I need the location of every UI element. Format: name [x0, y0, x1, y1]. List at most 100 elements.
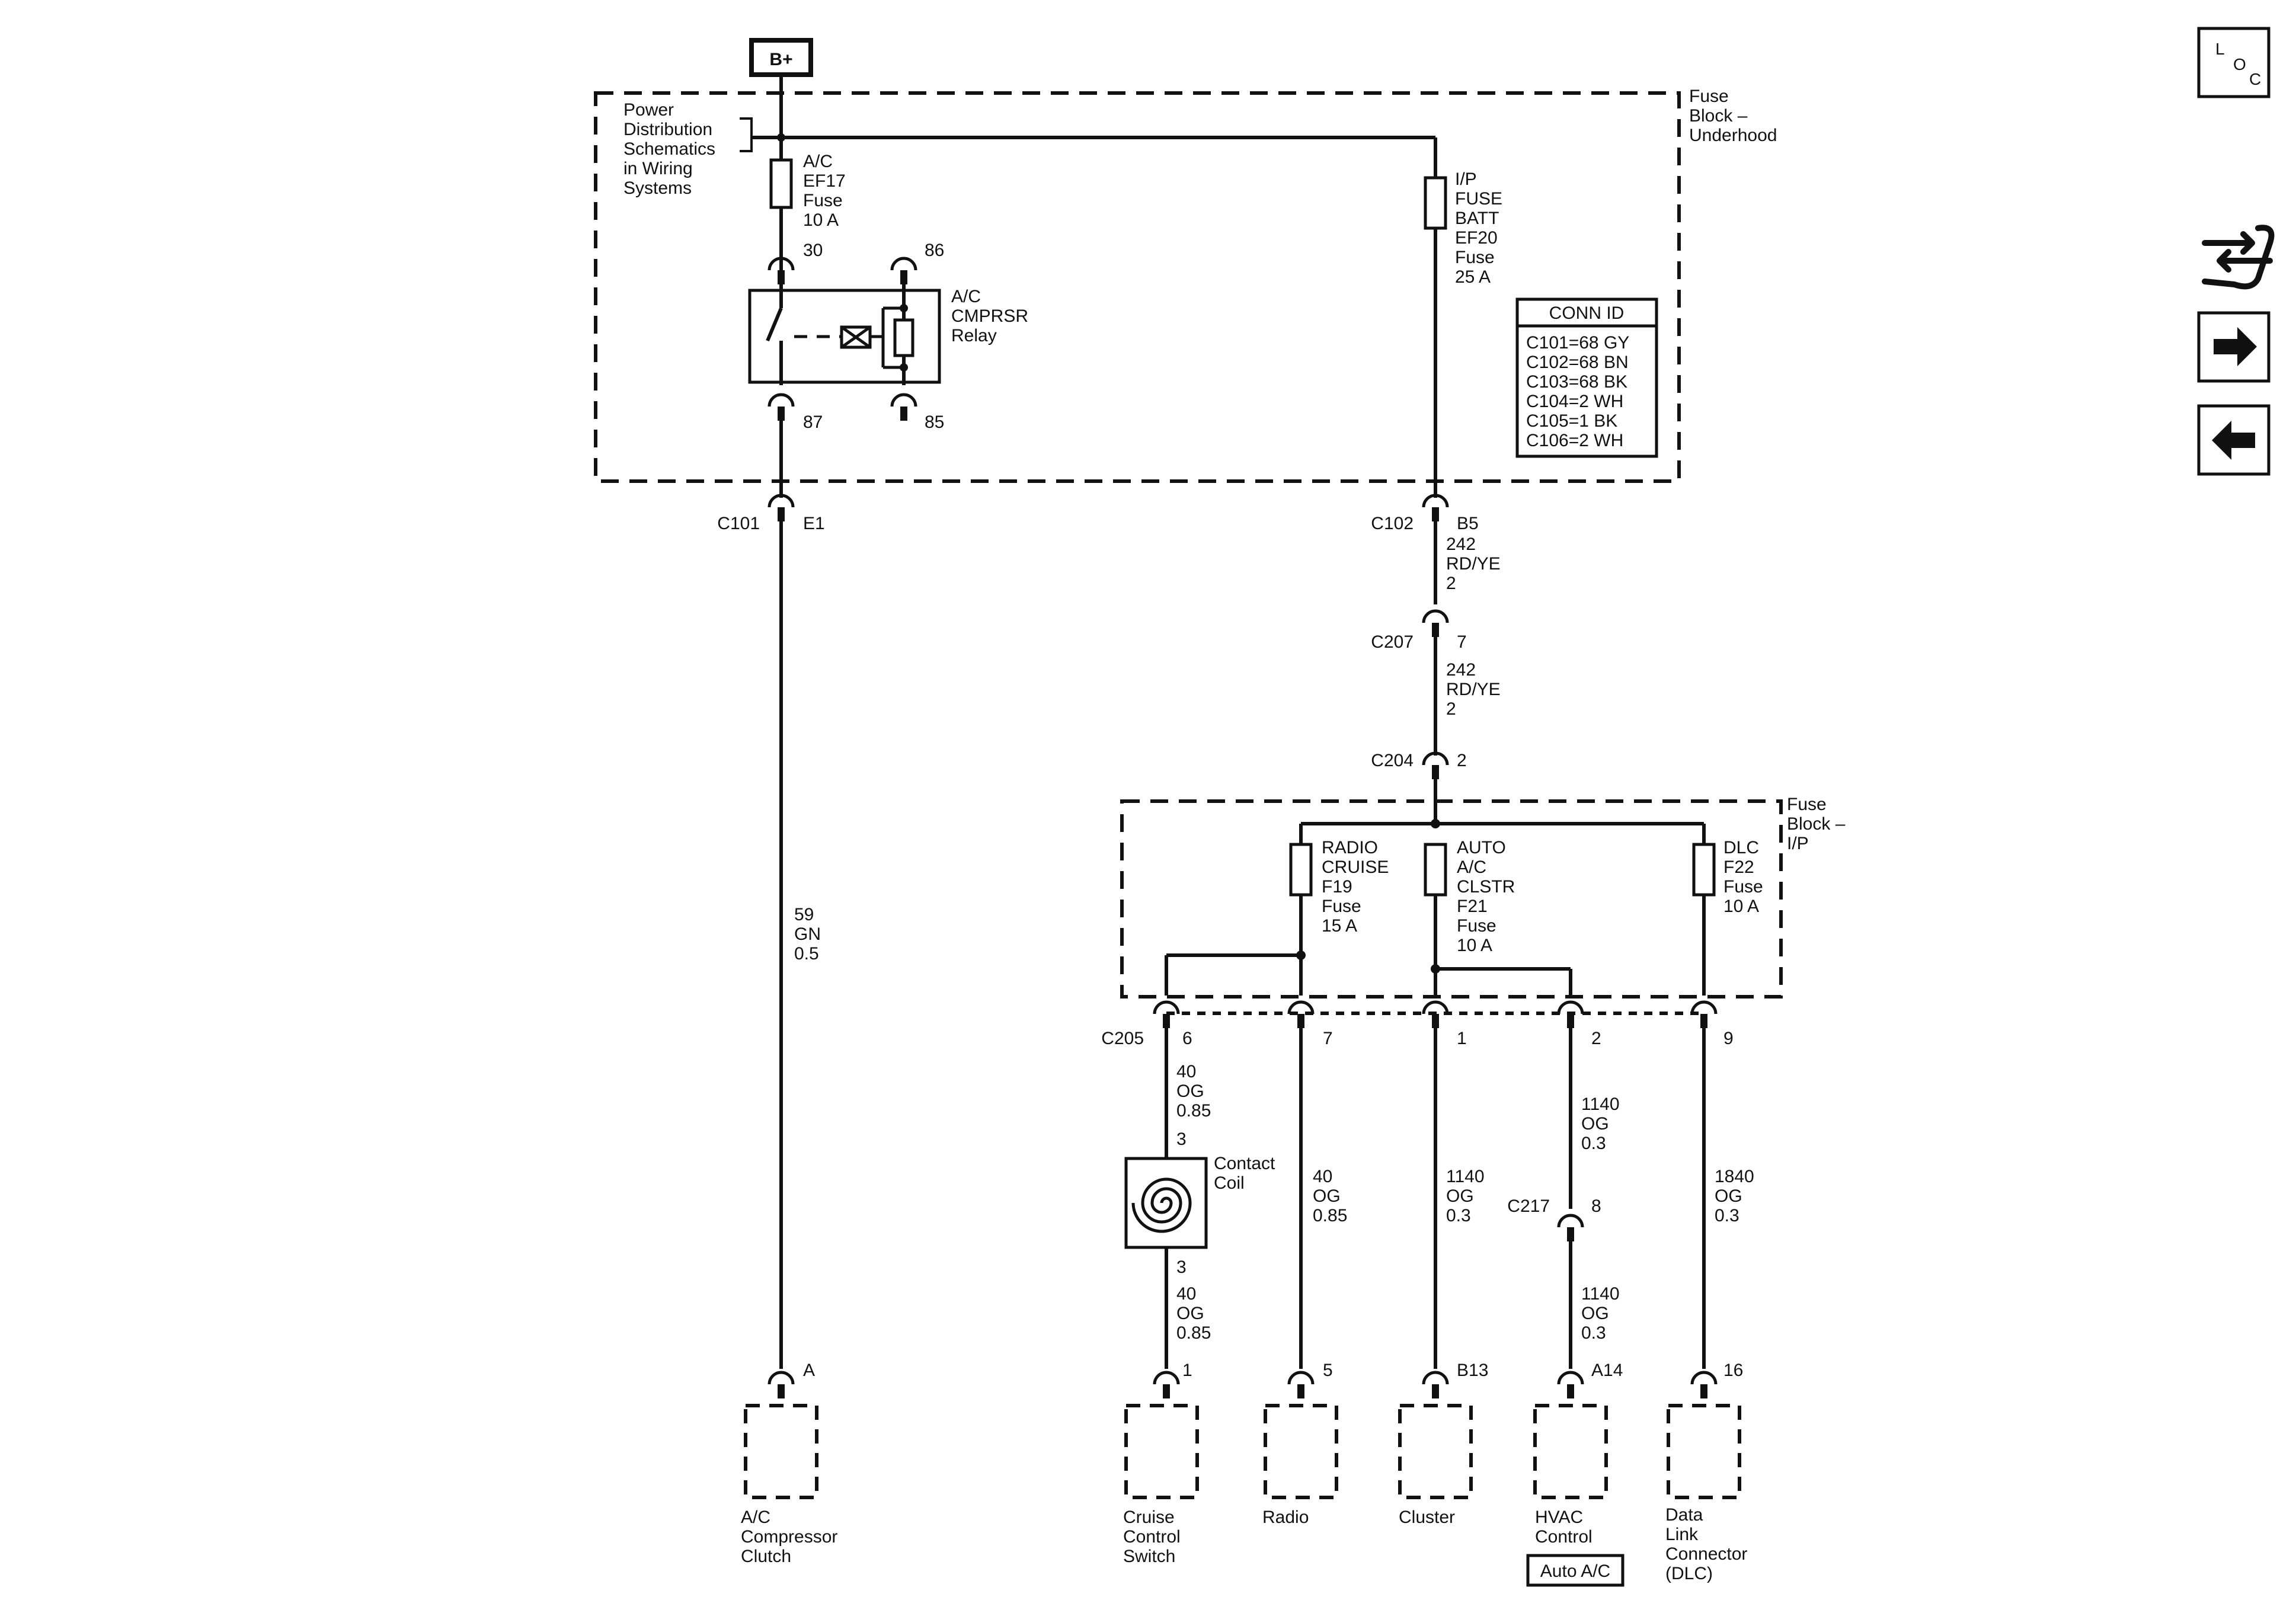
connector-socket: [768, 257, 795, 271]
connector-terminal: [1297, 1014, 1304, 1028]
svg-text:3: 3: [1176, 1129, 1187, 1149]
connector-terminal: [1163, 1014, 1170, 1028]
svg-text:C217: C217: [1507, 1196, 1550, 1216]
connector-socket: [1422, 494, 1449, 508]
svg-text:FUSE: FUSE: [1455, 189, 1502, 209]
svg-text:10 A: 10 A: [1723, 897, 1759, 916]
svg-text:Block –: Block –: [1787, 814, 1846, 834]
option-badge-box: [1526, 1554, 1625, 1587]
forward-arrow-button[interactable]: [2197, 311, 2271, 383]
svg-text:RADIO: RADIO: [1322, 838, 1378, 857]
connector-terminal: [1432, 1014, 1439, 1028]
svg-text:C103=68 BK: C103=68 BK: [1526, 372, 1627, 392]
connector-socket: [1557, 1214, 1584, 1228]
fuse-symbols: [769, 158, 1716, 897]
fuse-ef20-label: I/P FUSE BATT EF20 Fuse 25 A: [1455, 169, 1502, 287]
connector-terminal: [1567, 1014, 1574, 1028]
power-dist-note: Power Distribution Schematics in Wiring …: [623, 100, 715, 198]
svg-text:59: 59: [794, 905, 814, 924]
svg-text:2: 2: [1591, 1029, 1601, 1048]
svg-text:1: 1: [1182, 1361, 1192, 1380]
connector-socket: [768, 494, 795, 508]
svg-text:Fuse: Fuse: [1322, 897, 1361, 916]
svg-text:1140: 1140: [1581, 1284, 1620, 1304]
svg-text:C105=1 BK: C105=1 BK: [1526, 411, 1617, 431]
svg-text:Fuse: Fuse: [803, 191, 843, 210]
connector-socket: [1422, 1371, 1449, 1385]
svg-text:EF20: EF20: [1455, 228, 1498, 248]
svg-text:15 A: 15 A: [1322, 916, 1357, 936]
connector-socket: [1153, 1371, 1180, 1385]
svg-text:Control: Control: [1123, 1527, 1181, 1547]
wiring: [752, 71, 1706, 1369]
svg-text:40: 40: [1176, 1062, 1196, 1081]
svg-text:Relay: Relay: [951, 326, 997, 345]
svg-text:Contact: Contact: [1214, 1154, 1275, 1173]
connector-socket: [768, 393, 795, 407]
svg-text:Control: Control: [1535, 1527, 1593, 1547]
svg-text:0.5: 0.5: [794, 944, 819, 964]
fuse-f19-label: RADIO CRUISE F19 Fuse 15 A: [1322, 838, 1389, 936]
svg-text:10 A: 10 A: [1457, 936, 1492, 955]
connector-terminal: [1432, 507, 1439, 521]
svg-text:Power: Power: [623, 100, 674, 120]
svg-text:A14: A14: [1591, 1361, 1623, 1380]
back-arrow-button[interactable]: [2197, 404, 2271, 476]
connector-terminal: [1163, 1384, 1170, 1398]
connector-terminal: [1432, 623, 1439, 637]
svg-text:242: 242: [1446, 535, 1476, 554]
svg-text:0.85: 0.85: [1313, 1206, 1347, 1225]
fuse-block-ip-label: Fuse Block – I/P: [1787, 795, 1846, 853]
svg-text:C101: C101: [717, 514, 760, 533]
svg-text:7: 7: [1323, 1029, 1333, 1048]
svg-text:0.3: 0.3: [1446, 1206, 1471, 1225]
svg-text:Data: Data: [1665, 1505, 1703, 1525]
svg-text:Connector: Connector: [1665, 1544, 1747, 1564]
connector-labels: C101 E1 C102 B5 C207 7 C204 2 C205 6 7 1…: [717, 514, 1733, 1216]
svg-text:9: 9: [1723, 1029, 1734, 1048]
connector-terminal: [778, 1384, 785, 1398]
svg-text:C101=68 GY: C101=68 GY: [1526, 333, 1629, 353]
svg-text:(DLC): (DLC): [1665, 1564, 1713, 1583]
connector-socket: [768, 1371, 795, 1385]
battery-box: [749, 38, 813, 77]
fuse-block-boundaries: [594, 91, 1783, 1015]
connector-socket: [1287, 1371, 1315, 1385]
svg-text:1140: 1140: [1581, 1094, 1620, 1114]
svg-text:86: 86: [925, 241, 944, 260]
svg-text:in Wiring: in Wiring: [623, 159, 693, 178]
loc-button[interactable]: L O C: [2197, 27, 2271, 98]
svg-text:3: 3: [1176, 1257, 1187, 1277]
svg-text:F19: F19: [1322, 877, 1352, 897]
svg-text:C207: C207: [1371, 632, 1414, 652]
connector-terminal: [1700, 1384, 1707, 1398]
fuse-f22: [1692, 843, 1716, 897]
fuse-ef17-label: A/C EF17 Fuse 10 A: [803, 152, 846, 230]
connector-terminal: [778, 407, 785, 421]
fuse-f22-label: DLC F22 Fuse 10 A: [1723, 838, 1763, 916]
svg-text:Fuse: Fuse: [1455, 248, 1495, 267]
battery-label: B+: [769, 50, 792, 69]
svg-text:Coil: Coil: [1214, 1173, 1245, 1193]
svg-text:Underhood: Underhood: [1689, 126, 1777, 145]
svg-text:OG: OG: [1581, 1114, 1609, 1134]
svg-text:0.85: 0.85: [1176, 1101, 1211, 1121]
forward-arrow-icon: [2214, 327, 2257, 366]
connector-terminal: [1432, 1384, 1439, 1398]
svg-text:F21: F21: [1457, 897, 1488, 916]
component-boxes: [744, 1404, 1741, 1499]
contact-coil: [1124, 1157, 1208, 1249]
connector-pins: [768, 257, 1718, 1398]
svg-text:E1: E1: [803, 514, 825, 533]
svg-text:O: O: [2233, 55, 2246, 73]
connector-terminal: [778, 507, 785, 521]
svg-text:40: 40: [1176, 1284, 1196, 1304]
diagnostics-icon[interactable]: [2202, 225, 2275, 290]
relay-pins: 30 86 87 85: [803, 241, 944, 432]
connector-socket: [1422, 751, 1449, 766]
svg-text:RD/YE: RD/YE: [1446, 680, 1501, 699]
fuse-f21: [1424, 843, 1447, 897]
svg-text:Fuse: Fuse: [1457, 916, 1496, 936]
